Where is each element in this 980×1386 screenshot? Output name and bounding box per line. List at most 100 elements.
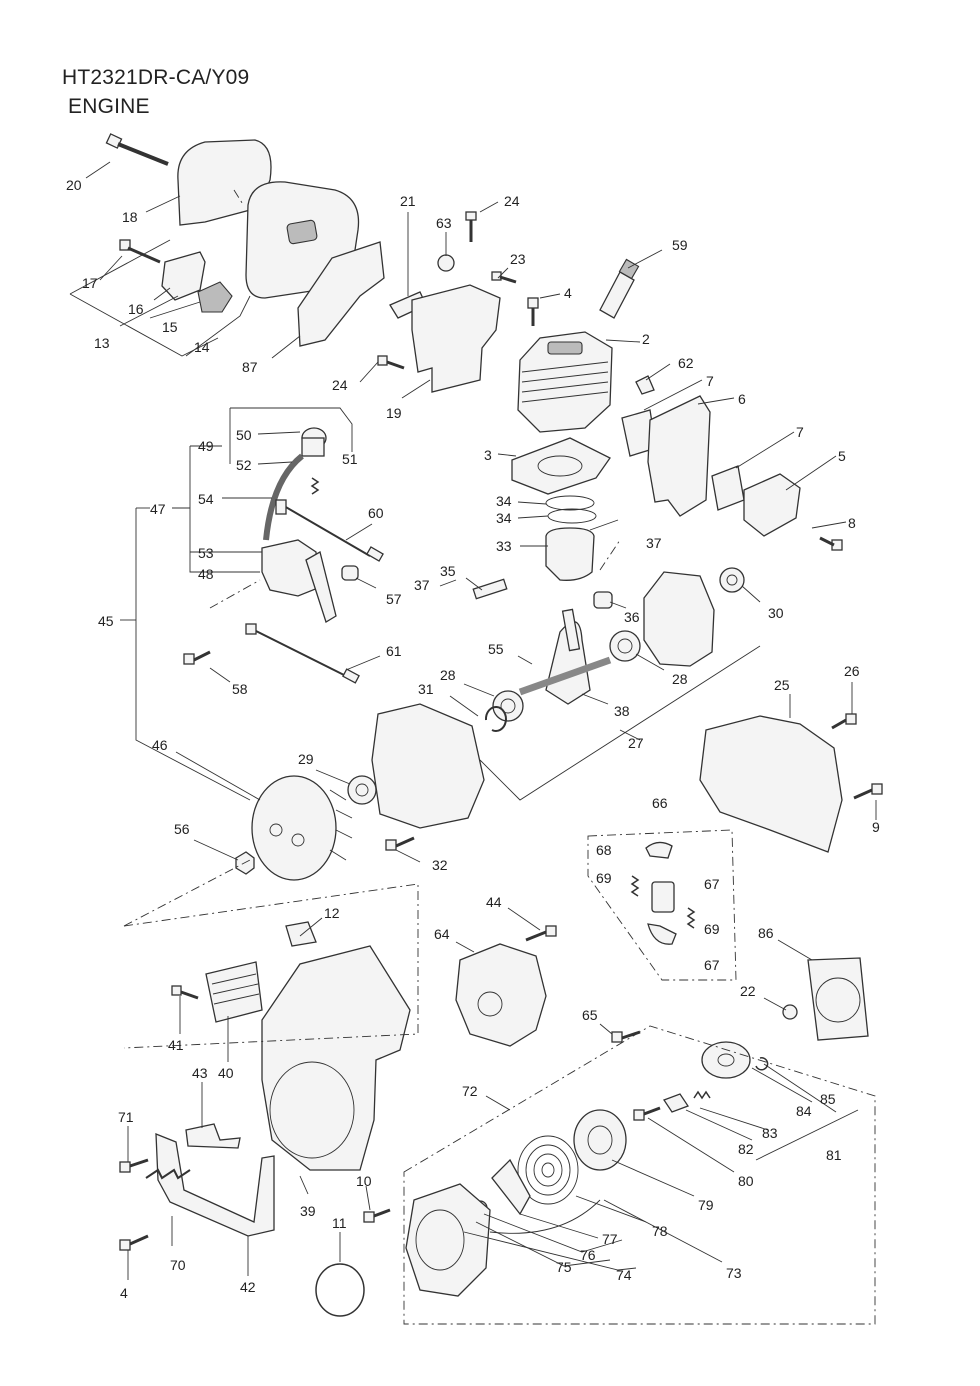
callout-65: 65 [582,1007,598,1023]
callout-83: 83 [762,1125,778,1141]
dashed-coil-assembly [209,579,261,609]
callout-73: 73 [726,1265,742,1281]
part-piston-pin-35 [472,578,508,600]
part-piston-ring-34a [545,495,595,511]
callout-47: 47 [150,501,166,517]
callout-32: 32 [432,857,448,873]
callout-86: 86 [758,925,774,941]
callout-2: 2 [642,331,650,347]
callout-42: 42 [240,1279,256,1295]
part-pawl-82 [663,1093,689,1113]
part-tank-housing-39 [261,945,411,1171]
dashed-muffler-axis [233,189,245,207]
callout-27: 27 [628,735,644,751]
callout-75: 75 [556,1259,572,1275]
part-crankshaft-38 [518,608,612,705]
callout-48: 48 [198,566,214,582]
part-oil-seal-29 [347,775,377,805]
callout-29: 29 [298,751,314,767]
callout-6: 6 [738,391,746,407]
part-gasket-86 [807,957,869,1041]
diagram-section-title: ENGINE [68,95,150,118]
part-needle-bearing-36 [593,591,613,609]
callout-67a: 67 [704,876,720,892]
part-clutch-shoe-67a [645,841,673,859]
callout-69b: 69 [704,921,720,937]
leader-lines [69,161,877,1325]
part-recoil-spring-78 [517,1135,579,1205]
callout-63: 63 [436,215,452,231]
part-bolt-44 [525,925,557,942]
callout-85: 85 [820,1091,836,1107]
part-spring-85 [755,1057,769,1071]
part-adapter-5 [743,473,801,537]
callout-72: 72 [462,1083,478,1099]
callout-4: 4 [564,285,572,301]
callout-24: 24 [504,193,520,209]
part-o-ring-11 [315,1263,365,1317]
part-heat-shield-19 [411,284,501,393]
callout-18: 18 [122,209,138,225]
part-bolt-65 [611,1030,641,1043]
part-flywheel-46 [251,775,353,881]
callout-87: 87 [242,359,258,375]
dashed-housing-group [123,883,419,1049]
callout-62: 62 [678,355,694,371]
callout-31: 31 [418,681,434,697]
part-bolt-26 [831,713,857,730]
callout-54: 54 [198,491,214,507]
callout-19: 19 [386,405,402,421]
callout-74: 74 [616,1267,632,1283]
part-spring-51 [310,477,320,495]
part-wire-61 [245,623,360,684]
callout-30: 30 [768,605,784,621]
callout-34b: 34 [496,510,512,526]
callout-35: 35 [440,563,456,579]
callout-40: 40 [218,1065,234,1081]
callout-23: 23 [510,251,526,267]
part-bolt-8 [819,536,843,551]
callout-14: 14 [194,339,210,355]
part-gasket-7b [711,465,745,511]
callout-7b: 7 [796,424,804,440]
callout-15: 15 [162,319,178,335]
callout-79: 79 [698,1197,714,1213]
callout-26: 26 [844,663,860,679]
part-bolt-4-top [527,297,539,326]
part-bolt-80 [633,1106,661,1121]
callout-22: 22 [740,983,756,999]
part-bolt-23 [491,271,517,284]
callout-17: 17 [82,275,98,291]
part-rope-73 [489,1199,601,1234]
callout-76: 76 [580,1247,596,1263]
callout-58: 58 [232,681,248,697]
part-spring-69b [686,907,696,929]
callout-3: 3 [484,447,492,463]
callout-39: 39 [300,1203,316,1219]
part-bearing-28a [492,690,524,722]
part-spring-69a [630,875,640,897]
callout-60: 60 [368,505,384,521]
callout-46: 46 [152,737,168,753]
callout-52: 52 [236,457,252,473]
part-guard-42 [155,1133,275,1237]
part-plug-cap-50 [301,427,327,457]
part-bolt-10 [363,1208,391,1223]
part-coil-lever [305,551,337,623]
part-ignition-coil-48 [261,539,319,597]
part-oil-seal-30 [719,567,745,593]
callout-81: 81 [826,1147,842,1163]
callout-45: 45 [98,613,114,629]
part-clutch-shoe-67b [647,923,677,945]
part-spark-plug-59 [599,258,640,319]
callout-37a: 37 [646,535,662,551]
callout-numbers: 20 18 17 16 15 13 14 87 21 63 24 23 4 59… [66,177,880,1301]
callout-64: 64 [434,926,450,942]
part-bolt-71 [119,1158,149,1173]
callout-24b: 24 [332,377,348,393]
part-recoil-reel-79 [573,1109,627,1171]
callout-44: 44 [486,894,502,910]
part-spring-83 [693,1090,711,1100]
part-fan-housing-25 [699,715,843,853]
